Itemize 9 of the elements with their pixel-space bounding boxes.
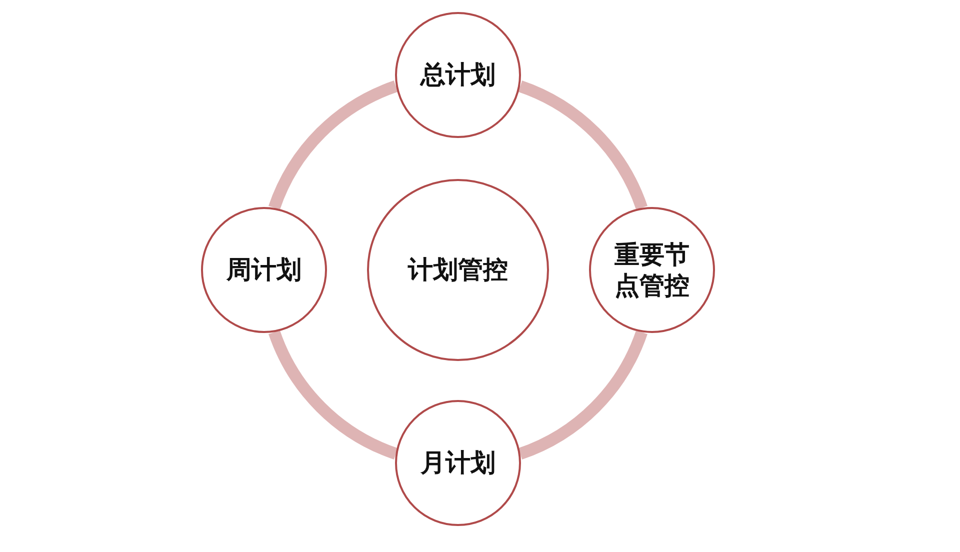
ring-arc [518,80,648,210]
ring-arc [518,330,648,460]
node-label: 月计划 [420,447,496,479]
node-label: 计划管控 [408,254,508,286]
node-label: 周计划 [226,254,302,286]
node-label: 总计划 [420,59,496,91]
ring-arc [268,80,398,210]
ring-arc [268,330,398,460]
node-label: 重要节点管控 [614,238,690,302]
